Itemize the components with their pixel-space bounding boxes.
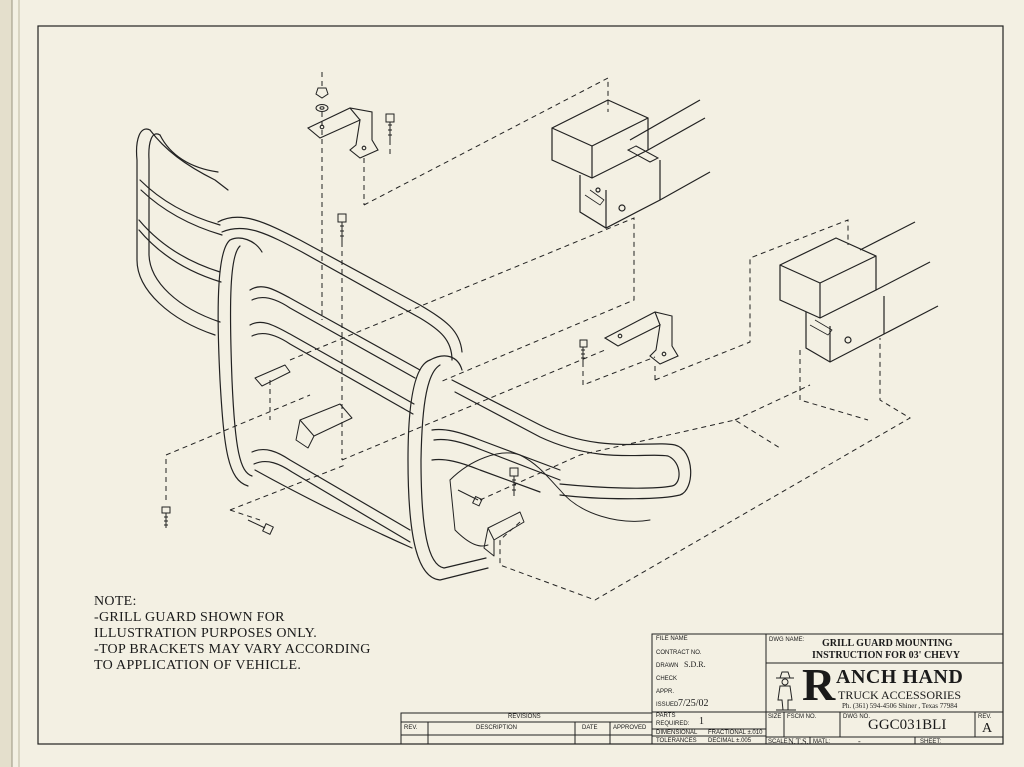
company-name: ANCH HAND — [836, 666, 964, 688]
note-line: TO APPLICATION OF VEHICLE. — [94, 658, 302, 673]
dwg-no-label: DWG NO. — [843, 714, 870, 720]
required-value: 1 — [699, 716, 704, 727]
dwg-name-line2: INSTRUCTION FOR 03' CHEVY — [812, 650, 961, 661]
approved-column-header: APPROVED — [613, 725, 647, 731]
parts-label: PARTS — [656, 713, 676, 719]
note-line: ILLUSTRATION PURPOSES ONLY. — [94, 626, 318, 641]
matl-label: MATL: — [813, 739, 831, 745]
fractional-label: FRACTIONAL ±.010 — [708, 730, 763, 736]
rev-value: A — [982, 721, 993, 736]
note-heading: NOTE: — [94, 594, 137, 609]
note-line: -TOP BRACKETS MAY VARY ACCORDING — [94, 642, 371, 657]
company-contact: Ph. (361) 594-4506 Shiner , Texas 77984 — [842, 702, 958, 710]
tolerances-label: TOLERANCES — [656, 738, 697, 744]
cowboy-logo-icon — [776, 671, 796, 711]
drawn-value: S.D.R. — [684, 660, 706, 669]
hardware-bolts — [161, 87, 588, 535]
required-label: REQUIRED: — [656, 721, 690, 727]
assembly-dashed-lines — [165, 72, 911, 601]
drawing-notes: NOTE: -GRILL GUARD SHOWN FOR ILLUSTRATIO… — [94, 594, 371, 674]
scale-value: N.T.S. — [788, 737, 809, 746]
contract-no-label: CONTRACT NO. — [656, 650, 702, 656]
title-block-lines — [400, 633, 1004, 745]
decimal-label: DECIMAL ±.005 — [708, 738, 752, 744]
company-sub: TRUCK ACCESSORIES — [838, 688, 962, 702]
dwg-name-line1: GRILL GUARD MOUNTING — [822, 638, 953, 649]
size-label: SIZE — [768, 714, 782, 720]
binding-edge — [0, 0, 12, 767]
check-label: CHECK — [656, 676, 678, 682]
file-name-label: FILE NAME — [656, 636, 688, 642]
drawn-label: DRAWN — [656, 663, 679, 669]
top-bracket-right — [603, 311, 679, 365]
dimensional-label: DIMENSIONAL — [656, 730, 698, 736]
date-column-header: DATE — [582, 725, 598, 731]
frame-rail-lower — [779, 221, 939, 363]
appr-label: APPR. — [656, 689, 675, 695]
dwg-name-label: DWG NAME: — [769, 637, 805, 643]
company-initial: R — [802, 659, 836, 710]
issued-label: ISSUED — [656, 702, 679, 708]
description-column-header: DESCRIPTION — [476, 725, 518, 731]
rev-column-header: REV. — [404, 725, 418, 731]
rev-label: REV. — [978, 714, 992, 720]
sheet-label: SHEET: — [920, 739, 942, 745]
grill-guard-illustration — [135, 128, 692, 581]
note-line: -GRILL GUARD SHOWN FOR — [94, 610, 285, 625]
issued-value: 7/25/02 — [678, 698, 709, 709]
matl-value: - — [858, 737, 861, 746]
fscm-label: FSCM NO. — [787, 714, 817, 720]
dwg-no-value: GGC031BLI — [868, 717, 947, 733]
scale-label: SCALE — [768, 739, 788, 745]
revisions-title: REVISIONS — [508, 714, 541, 720]
